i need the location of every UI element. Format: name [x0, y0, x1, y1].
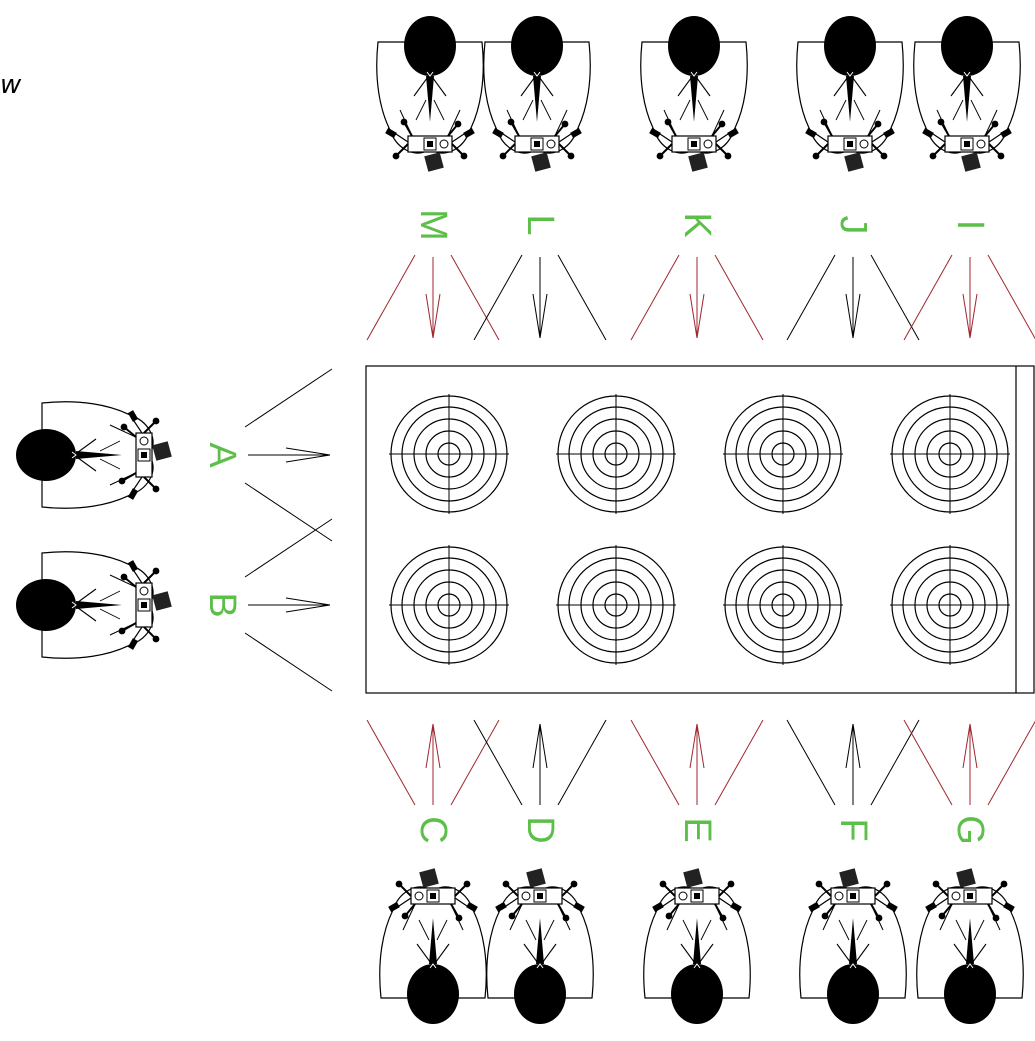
view-arrow-head: [845, 293, 854, 339]
view-ray: [630, 719, 680, 806]
view-ray: [630, 254, 680, 341]
view-ray: [244, 482, 333, 542]
target: [890, 545, 1010, 665]
photographer-with-camera-topdown-icon: [642, 867, 752, 1025]
view-ray: [987, 254, 1035, 340]
view-ray: [870, 719, 920, 806]
view-arrow-head: [539, 723, 548, 769]
photographer-with-camera-topdown-icon: [485, 867, 595, 1025]
view-arrow-head: [852, 723, 861, 769]
bottom-position-label: D: [519, 816, 561, 843]
target: [389, 394, 509, 514]
position-labels: M L K J I C D E F G A B: [201, 209, 991, 845]
view-arrow-head: [425, 293, 434, 339]
view-ray: [450, 719, 500, 806]
view-arrow-head: [285, 447, 331, 456]
view-arrow-head: [852, 293, 861, 339]
view-ray: [903, 719, 953, 806]
photographer-with-camera-topdown-icon: [915, 867, 1025, 1025]
top-position-label: L: [519, 214, 561, 235]
view-ray: [786, 719, 836, 806]
photographer-with-camera-topdown-icon: [639, 15, 749, 173]
view-ray: [987, 720, 1035, 806]
view-arrow-head: [962, 723, 971, 769]
view-arrow-head: [696, 293, 705, 339]
photographer-with-camera-topdown-icon: [15, 550, 173, 660]
view-ray: [557, 254, 607, 341]
target: [389, 545, 509, 665]
view-ray: [714, 254, 764, 341]
view-ray: [450, 254, 500, 341]
target: [723, 394, 843, 514]
view-arrow-head: [689, 723, 698, 769]
view-arrow-head: [969, 723, 978, 769]
photographer-with-camera-topdown-icon: [912, 15, 1022, 173]
view-arrow-head: [432, 293, 441, 339]
view-arrow-head: [432, 723, 441, 769]
top-position-label: M: [412, 209, 454, 241]
bottom-position-label: F: [832, 818, 874, 841]
view-arrow-head: [285, 597, 331, 606]
view-arrow-head: [689, 293, 698, 339]
view-arrow-head: [285, 604, 331, 613]
top-position-label: K: [676, 212, 718, 237]
left-position-label: A: [201, 442, 243, 468]
view-arrow-head: [539, 293, 548, 339]
corner-label: w: [0, 70, 22, 100]
view-ray: [903, 254, 953, 341]
top-position-label: I: [949, 220, 991, 231]
top-position-label: J: [832, 216, 874, 235]
view-ray: [870, 254, 920, 341]
photographer-with-camera-topdown-icon: [482, 15, 592, 173]
target: [723, 545, 843, 665]
view-arrow-head: [696, 723, 705, 769]
photographer-with-camera-topdown-icon: [795, 15, 905, 173]
view-arrow-head: [285, 454, 331, 463]
view-arrow-head: [532, 293, 541, 339]
view-ray: [714, 719, 764, 806]
view-ray: [244, 518, 333, 578]
view-ray: [366, 719, 416, 806]
view-arrow-head: [425, 723, 434, 769]
target-board: [365, 365, 1035, 694]
target: [556, 545, 676, 665]
view-ray: [473, 254, 523, 341]
sightline-rays: [244, 254, 1035, 806]
bottom-position-label: C: [412, 816, 454, 843]
view-ray: [244, 368, 333, 428]
photographer-with-camera-topdown-icon: [15, 400, 173, 510]
view-arrow-head: [962, 293, 971, 339]
photographer-with-camera-topdown-icon: [798, 867, 908, 1025]
photographer-with-camera-topdown-icon: [375, 15, 485, 173]
view-ray: [786, 254, 836, 341]
left-position-label: B: [201, 592, 243, 617]
view-arrow-head: [969, 293, 978, 339]
photographer-with-camera-topdown-icon: [378, 867, 488, 1025]
view-arrow-head: [845, 723, 854, 769]
view-arrow-head: [532, 723, 541, 769]
view-ray: [244, 632, 333, 692]
bottom-position-label: E: [676, 817, 718, 842]
view-ray: [473, 719, 523, 806]
target: [556, 394, 676, 514]
board-frame: [365, 365, 1035, 694]
view-ray: [557, 719, 607, 806]
view-ray: [366, 254, 416, 341]
bottom-position-label: G: [949, 815, 991, 845]
target: [890, 394, 1010, 514]
